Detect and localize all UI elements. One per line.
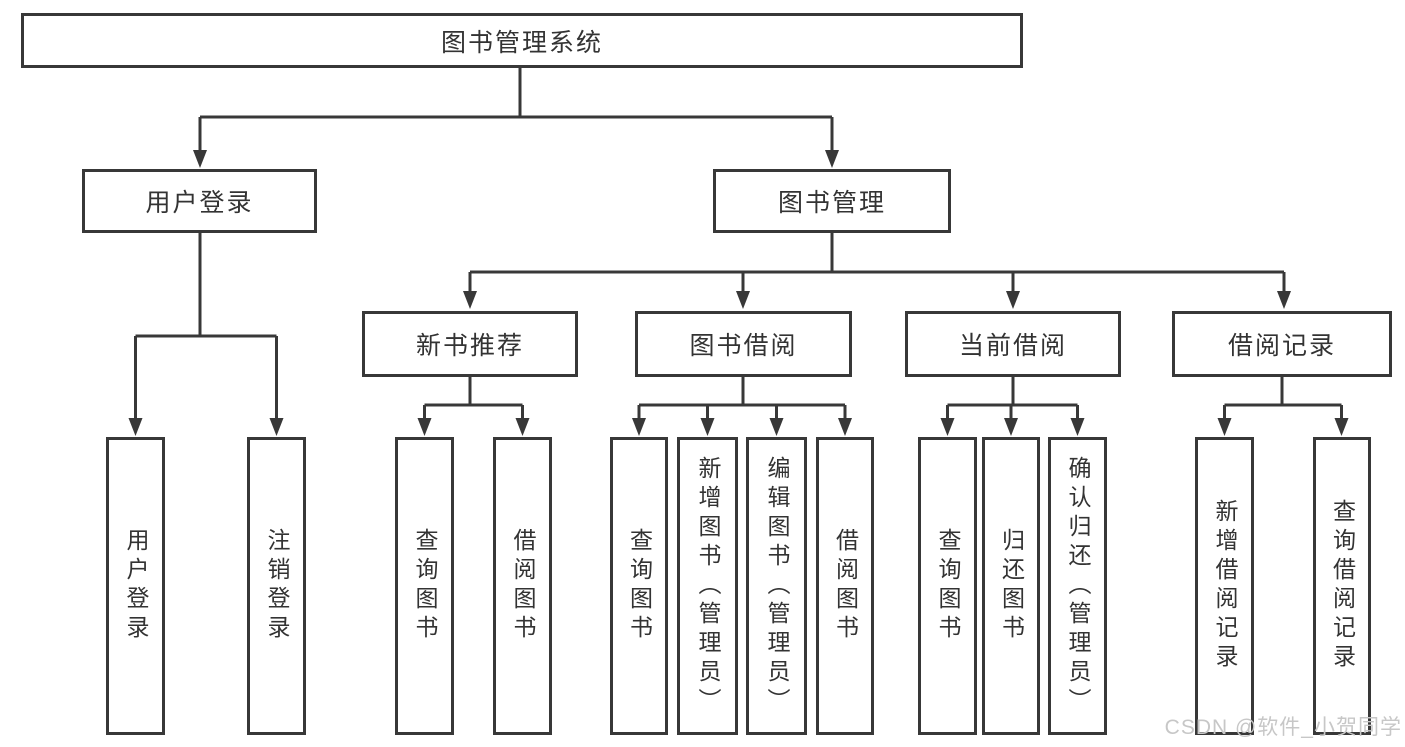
leaf-query-books-recommend-label: 查询图书	[412, 528, 438, 644]
leaf-add-books-admin-label: 新增图书（管理员）	[695, 455, 721, 717]
leaf-logout-label: 注销登录	[264, 528, 290, 644]
leaf-query-books-borrow-label: 查询图书	[626, 528, 653, 644]
leaf-return-books-label: 归还图书	[998, 528, 1025, 644]
node-user-login-label: 用户登录	[145, 189, 254, 217]
leaf-return-books: 归还图书	[982, 437, 1040, 735]
leaf-query-books-current: 查询图书	[918, 437, 977, 735]
leaf-borrow-books-recommend-label: 借阅图书	[510, 528, 536, 644]
node-book-management-label: 图书管理	[777, 189, 886, 217]
arrowheads-bookborrow-to-leaves	[632, 418, 852, 436]
connector-root-to-level2	[198, 67, 834, 152]
leaf-add-books-admin: 新增图书（管理员）	[677, 437, 738, 735]
leaf-query-borrow-record-label: 查询借阅记录	[1329, 499, 1356, 673]
node-root-library-system: 图书管理系统	[21, 13, 1023, 68]
leaf-query-books-current-label: 查询图书	[935, 528, 961, 644]
node-borrowing-records-label: 借阅记录	[1227, 332, 1336, 360]
node-borrowing-records: 借阅记录	[1172, 311, 1392, 377]
leaf-user-login-label: 用户登录	[123, 528, 149, 644]
node-user-login: 用户登录	[82, 169, 317, 233]
connector-bookmgmt-to-level3	[468, 233, 1286, 294]
leaf-edit-books-admin-label: 编辑图书（管理员）	[764, 455, 790, 717]
arrowheads-borrowrecord-to-leaves	[1217, 418, 1349, 436]
node-book-borrowing-label: 图书借阅	[689, 332, 798, 360]
node-current-borrowing-label: 当前借阅	[958, 332, 1067, 360]
arrowheads-userlogin-to-leaves	[128, 418, 284, 436]
node-root-label: 图书管理系统	[440, 28, 603, 57]
leaf-logout: 注销登录	[247, 437, 306, 735]
leaf-add-borrow-record: 新增借阅记录	[1195, 437, 1254, 735]
arrowheads-currentborrow-to-leaves	[940, 418, 1085, 436]
leaf-user-login: 用户登录	[106, 437, 165, 735]
leaf-query-books-borrow: 查询图书	[610, 437, 668, 735]
node-new-book-recommend-label: 新书推荐	[415, 332, 524, 360]
node-new-book-recommend: 新书推荐	[362, 311, 578, 377]
leaf-borrow-books: 借阅图书	[816, 437, 874, 735]
arrowheads-newbook-to-leaves	[417, 418, 530, 436]
connector-bookborrow-to-leaves	[637, 377, 847, 420]
leaf-query-books-recommend: 查询图书	[395, 437, 454, 735]
leaf-borrow-books-recommend: 借阅图书	[493, 437, 552, 735]
node-book-borrowing: 图书借阅	[635, 311, 852, 377]
leaf-confirm-return-admin-label: 确认归还（管理员）	[1065, 455, 1091, 717]
arrowheads-bookmgmt-to-level3	[463, 291, 1291, 309]
connector-userlogin-to-leaves	[134, 233, 278, 420]
leaf-edit-books-admin: 编辑图书（管理员）	[746, 437, 807, 735]
arrowheads-root-to-level2	[193, 150, 839, 168]
leaf-query-borrow-record: 查询借阅记录	[1313, 437, 1371, 735]
csdn-watermark: CSDN @软件_小贺同学	[1164, 716, 1402, 739]
node-current-borrowing: 当前借阅	[905, 311, 1121, 377]
connector-currentborrow-to-leaves	[946, 377, 1079, 420]
connector-newbook-to-leaves	[423, 377, 524, 420]
leaf-add-borrow-record-label: 新增借阅记录	[1212, 499, 1238, 673]
connector-borrowrecord-to-leaves	[1223, 377, 1343, 420]
leaf-borrow-books-label: 借阅图书	[832, 528, 859, 644]
leaf-confirm-return-admin: 确认归还（管理员）	[1048, 437, 1107, 735]
node-book-management: 图书管理	[713, 169, 951, 233]
